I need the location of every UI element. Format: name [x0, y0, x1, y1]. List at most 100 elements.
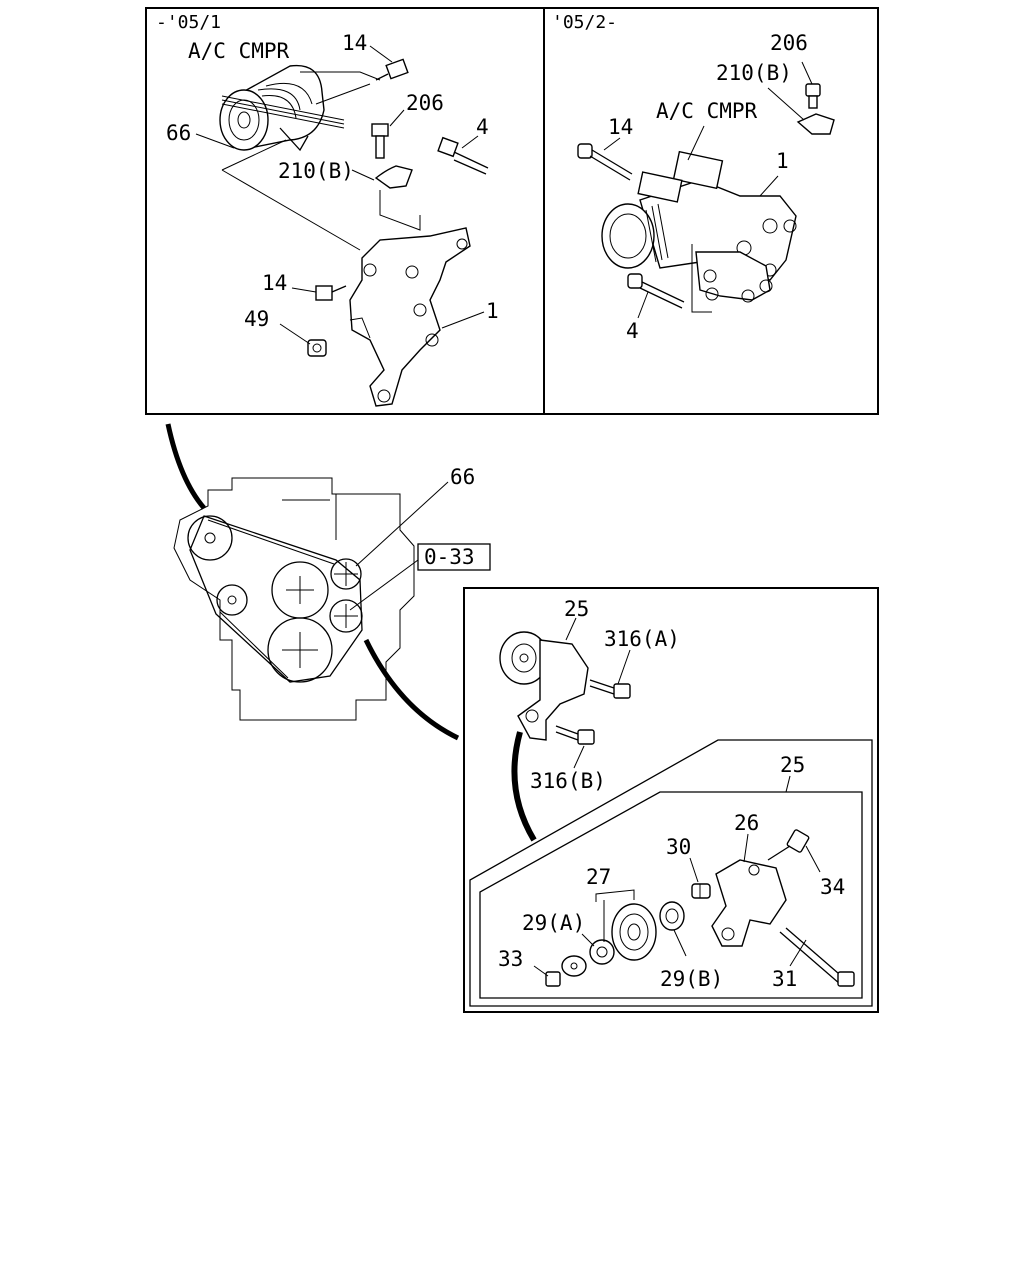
- leader-316b: [573, 745, 585, 769]
- leader-34: [805, 845, 821, 873]
- drive-belt-inner: [207, 519, 335, 679]
- callout-curve-inner: [511, 731, 537, 842]
- leader-1-right: [759, 175, 779, 197]
- label-ac-cmpr-left: A/C CMPR: [188, 39, 290, 63]
- pulley-alternator: [187, 515, 233, 561]
- label-1-right: 1: [776, 149, 789, 173]
- exploded-outer-frame: [469, 739, 873, 1007]
- leader-bracket: [221, 139, 421, 251]
- label-26: 26: [734, 811, 759, 835]
- callout-curve-tensioner: [363, 638, 460, 741]
- top-panel-frame: [145, 7, 879, 415]
- nut-33: [545, 971, 561, 987]
- leader-31: [789, 939, 807, 967]
- bearing-29b: [659, 901, 685, 931]
- label-210b-left: 210(B): [278, 159, 354, 183]
- label-210b-right: 210(B): [716, 61, 792, 85]
- panel-left-header: -'05/1: [156, 12, 221, 33]
- leader-1-left: [441, 311, 485, 329]
- label-34: 34: [820, 875, 845, 899]
- label-1-left: 1: [486, 299, 499, 323]
- label-ac-cmpr-right: A/C CMPR: [656, 99, 758, 123]
- label-206-right: 206: [770, 31, 808, 55]
- panel-right: '05/2-: [552, 12, 835, 343]
- bearing-29a: [589, 939, 615, 965]
- bolt-316a: [589, 679, 631, 699]
- clip-210b-right: [796, 113, 835, 135]
- leader-25-inner: [785, 775, 791, 793]
- tensioner-panel-frame: [463, 587, 879, 1013]
- label-4-left: 4: [476, 115, 489, 139]
- callout-curve-top: [165, 423, 206, 510]
- label-14-bottom: 14: [262, 271, 287, 295]
- leader-66-left: [195, 133, 235, 149]
- tensioner-panel: 25 316(A) 316(B) 25 26 30 34 27 29(A) 33…: [463, 587, 879, 1013]
- pulley-ac: [271, 561, 329, 619]
- leader-0-33: [349, 559, 419, 611]
- leader-49: [279, 323, 311, 345]
- tensioner-assembly-25: [499, 631, 589, 741]
- engine-detail: [282, 494, 337, 540]
- leader-33: [533, 965, 549, 977]
- exploded-inner-frame: [479, 791, 863, 999]
- engine-belt-layout: 0-33 66: [165, 423, 491, 741]
- leader-4-left: [461, 135, 479, 149]
- label-66-engine: 66: [450, 465, 475, 489]
- leader-210b-right: [767, 87, 805, 121]
- leader-206-right: [801, 61, 813, 85]
- bracket-1-left: [349, 227, 471, 407]
- label-27: 27: [586, 865, 611, 889]
- label-25-inner: 25: [780, 753, 805, 777]
- leader-26: [743, 833, 749, 863]
- leader-29a: [581, 933, 595, 947]
- leader-27: [595, 889, 635, 942]
- nut-49: [307, 339, 327, 357]
- bolt-31: [779, 927, 855, 987]
- washer: [561, 955, 587, 977]
- label-316a: 316(A): [604, 627, 680, 651]
- bolt-316b: [555, 725, 595, 745]
- pulley-crank: [267, 617, 333, 683]
- top-panels: [145, 7, 879, 415]
- leader-30: [689, 857, 699, 883]
- label-14-top: 14: [342, 31, 367, 55]
- label-206-left: 206: [406, 91, 444, 115]
- leader-compressor-bolt: [300, 71, 381, 105]
- label-14-right: 14: [608, 115, 633, 139]
- label-29a: 29(A): [522, 911, 585, 935]
- label-4-right: 4: [626, 319, 639, 343]
- leader-4-right: [637, 291, 649, 319]
- panel-right-header: '05/2-: [552, 12, 617, 33]
- leader-bracket-right: [691, 244, 712, 313]
- label-33: 33: [498, 947, 523, 971]
- panel-left: -'05/1: [156, 12, 499, 407]
- bushing-30: [691, 883, 711, 899]
- ac-compressor-left: [219, 64, 345, 152]
- clip-210b-left: [374, 165, 413, 189]
- leader-14-top: [369, 45, 393, 63]
- bolt-4-left: [437, 136, 489, 175]
- ac-compressor-right: [601, 150, 797, 281]
- label-25-top: 25: [564, 597, 589, 621]
- bolt-4-right: [627, 273, 685, 309]
- pulley-idler-left: [216, 584, 248, 616]
- leader-14-bottom: [291, 287, 317, 293]
- bolt-206-left: [371, 123, 389, 159]
- engine-outline: [173, 477, 415, 721]
- bolt-34: [767, 829, 810, 861]
- label-0-33: 0-33: [424, 545, 475, 569]
- ref-box-0-33: [417, 543, 491, 571]
- drive-belt: [189, 515, 363, 683]
- leader-206-left: [389, 109, 405, 127]
- label-49: 49: [244, 307, 269, 331]
- bolt-14-top: [375, 58, 409, 81]
- leader-25-top: [565, 617, 577, 641]
- bolt-206-right: [805, 83, 821, 109]
- bolt-14-right: [577, 143, 633, 181]
- label-30: 30: [666, 835, 691, 859]
- leader-210b-left: [351, 169, 375, 181]
- label-31: 31: [772, 967, 797, 991]
- leader-316a: [617, 649, 631, 685]
- tensioner-arm-26: [711, 859, 787, 947]
- bolt-14-bottom: [315, 285, 347, 301]
